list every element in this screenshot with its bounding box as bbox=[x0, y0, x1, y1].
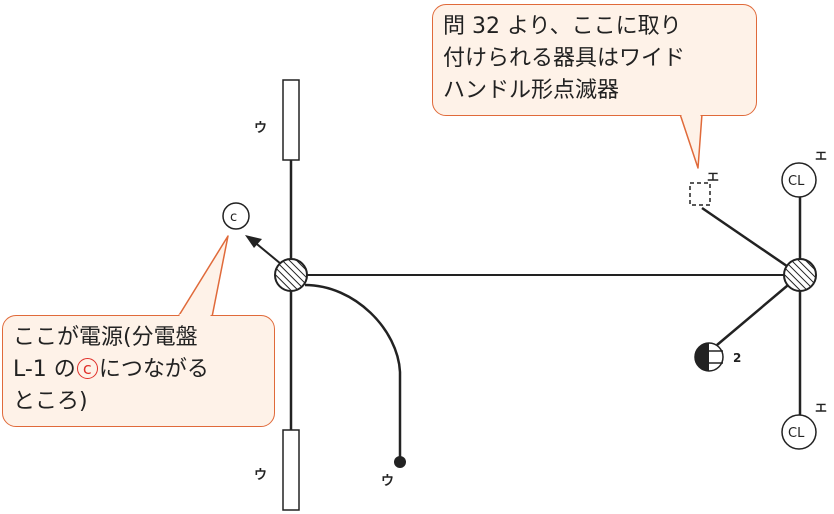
circled-c-icon: c bbox=[76, 358, 98, 379]
ceiling-light-top-text: CL bbox=[788, 174, 805, 189]
callout-power-pointer bbox=[177, 235, 229, 318]
label-e-switch: エ bbox=[707, 170, 719, 184]
wall-switch-dot bbox=[394, 456, 406, 468]
label-e-cl-bottom: エ bbox=[815, 401, 827, 415]
junction-box-right bbox=[783, 258, 817, 292]
wire-to-switch bbox=[701, 206, 801, 277]
ceiling-light-top bbox=[781, 162, 817, 198]
power-source-symbol bbox=[222, 202, 250, 230]
power-source-letter: c bbox=[230, 210, 237, 225]
curved-wire bbox=[304, 283, 402, 460]
switch-placeholder bbox=[689, 182, 711, 206]
callout-lamp-pointer bbox=[679, 113, 703, 169]
fluorescent-light-top bbox=[282, 79, 300, 161]
junction-box-left bbox=[274, 258, 308, 292]
fluorescent-light-bottom bbox=[282, 429, 300, 511]
label-u-wire-end: ウ bbox=[381, 474, 394, 489]
callout-power-part2: につながる ところ) bbox=[13, 357, 209, 414]
wire-to-outlet bbox=[716, 274, 801, 346]
duplex-outlet-symbol bbox=[694, 342, 724, 372]
ceiling-light-bottom bbox=[781, 414, 817, 450]
label-u-top: ウ bbox=[254, 121, 267, 136]
label-e-cl-top: エ bbox=[815, 149, 827, 163]
callout-lamp-text: 問 32 より、ここに取り 付けられる器具はワイド ハンドル形点滅器 bbox=[432, 4, 757, 116]
label-u-bottom: ウ bbox=[254, 468, 267, 483]
arrowhead bbox=[245, 235, 262, 248]
callout-power-part1: ここが電源(分電盤 L-1 の bbox=[13, 325, 198, 382]
ceiling-light-bottom-text: CL bbox=[788, 426, 805, 441]
outlet-count: 2 bbox=[733, 351, 741, 365]
